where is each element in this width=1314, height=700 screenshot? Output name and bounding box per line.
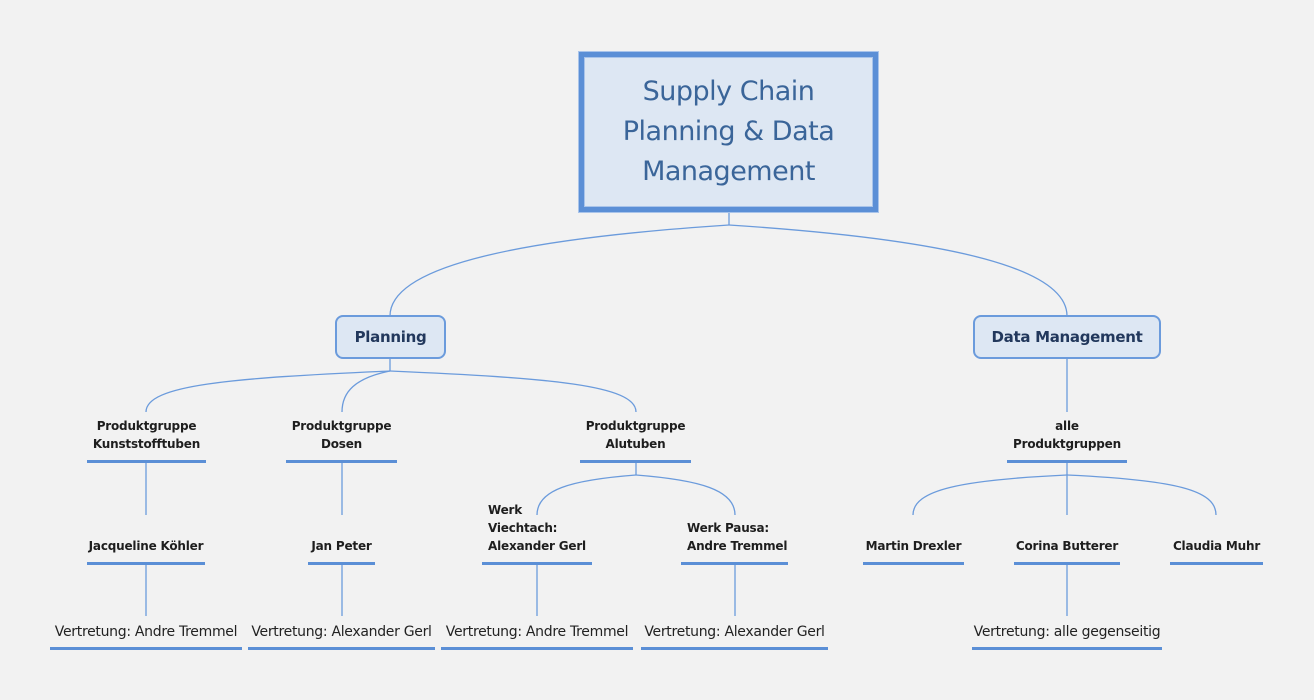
person-corina-butterer[interactable]: Corina Butterer — [1014, 515, 1120, 565]
deputy-data-management[interactable]: Vertretung: alle gegenseitig — [972, 616, 1162, 650]
connector-alle-drexler — [912, 474, 1068, 516]
person-martin-drexler[interactable]: Martin Drexler — [863, 515, 964, 565]
person-corina-butterer-label: Corina Butterer — [1015, 539, 1119, 553]
person-claudia-muhr[interactable]: Claudia Muhr — [1170, 515, 1263, 565]
person-claudia-muhr-label: Claudia Muhr — [1172, 539, 1261, 553]
person-jacqueline-koehler[interactable]: Jacqueline Köhler — [87, 515, 205, 565]
connector-root-datamgmt — [728, 224, 1068, 317]
person-jacqueline-koehler-label: Jacqueline Köhler — [88, 539, 204, 553]
branch-planning[interactable]: Planning — [335, 315, 446, 359]
deputy-viechtach[interactable]: Vertretung: Andre Tremmel — [441, 616, 633, 650]
connector-alutuben-pausa — [635, 474, 736, 516]
branch-data-management-label: Data Management — [991, 328, 1143, 346]
connector-alle-muhr — [1066, 474, 1217, 516]
group-alle-produktgruppen-label: alle Produktgruppen — [1013, 419, 1121, 451]
person-werk-viechtach[interactable]: Werk Viechtach: Alexander Gerl — [482, 503, 592, 565]
person-werk-viechtach-label: Werk Viechtach: Alexander Gerl — [488, 503, 586, 553]
person-jan-peter[interactable]: Jan Peter — [308, 515, 375, 565]
connector-planning-dosen — [341, 370, 391, 413]
deputy-dosen-label: Vertretung: Alexander Gerl — [251, 624, 432, 640]
person-werk-pausa-label: Werk Pausa: Andre Tremmel — [687, 521, 788, 553]
connector-planning-alutuben — [389, 370, 637, 413]
connector-planning-kunststoff — [145, 370, 391, 413]
group-alutuben[interactable]: Produktgruppe Alutuben — [580, 412, 691, 463]
root-node-label: Supply Chain Planning & Data Management — [622, 76, 835, 187]
group-kunststofftuben[interactable]: Produktgruppe Kunststofftuben — [87, 412, 206, 463]
group-dosen[interactable]: Produktgruppe Dosen — [286, 412, 397, 463]
person-jan-peter-label: Jan Peter — [311, 539, 372, 553]
person-werk-pausa[interactable]: Werk Pausa: Andre Tremmel — [681, 515, 788, 565]
root-node[interactable]: Supply Chain Planning & Data Management — [579, 52, 878, 212]
branch-planning-label: Planning — [354, 328, 427, 346]
group-alle-produktgruppen[interactable]: alle Produktgruppen — [1007, 412, 1127, 463]
group-dosen-label: Produktgruppe Dosen — [291, 419, 392, 451]
connector-alutuben-viechtach — [536, 474, 637, 516]
deputy-kunststofftuben-label: Vertretung: Andre Tremmel — [54, 624, 238, 640]
deputy-data-management-label: Vertretung: alle gegenseitig — [973, 624, 1161, 640]
connector-root-planning — [389, 224, 730, 317]
person-martin-drexler-label: Martin Drexler — [865, 539, 962, 553]
group-alutuben-label: Produktgruppe Alutuben — [585, 419, 686, 451]
deputy-kunststofftuben[interactable]: Vertretung: Andre Tremmel — [50, 616, 242, 650]
deputy-pausa[interactable]: Vertretung: Alexander Gerl — [641, 616, 828, 650]
deputy-viechtach-label: Vertretung: Andre Tremmel — [445, 624, 629, 640]
deputy-dosen[interactable]: Vertretung: Alexander Gerl — [248, 616, 435, 650]
branch-data-management[interactable]: Data Management — [973, 315, 1161, 359]
group-kunststofftuben-label: Produktgruppe Kunststofftuben — [92, 419, 201, 451]
deputy-pausa-label: Vertretung: Alexander Gerl — [644, 624, 825, 640]
